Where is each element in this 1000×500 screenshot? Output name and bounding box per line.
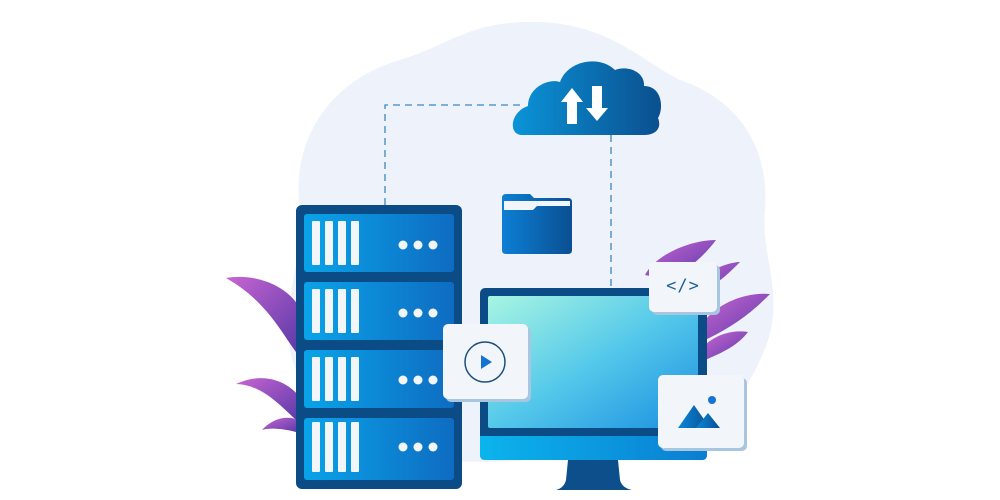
upload-download-arrows-icon bbox=[561, 86, 608, 124]
monitor-stand bbox=[556, 460, 632, 490]
server-unit-4 bbox=[304, 418, 454, 480]
server-rack bbox=[296, 205, 462, 489]
server-unit-1 bbox=[304, 214, 454, 272]
image-icon bbox=[678, 396, 720, 428]
leaves-left bbox=[226, 276, 298, 432]
code-card bbox=[649, 262, 720, 315]
play-icon bbox=[464, 341, 506, 383]
server-unit-2 bbox=[304, 282, 454, 340]
desktop-monitor-icon bbox=[480, 288, 707, 490]
cloud-icon bbox=[512, 61, 662, 136]
image-card bbox=[658, 375, 747, 451]
server-unit-3 bbox=[304, 350, 454, 408]
code-icon: </> bbox=[666, 276, 700, 296]
video-card bbox=[443, 324, 531, 402]
dashed-connector-lines bbox=[384, 104, 612, 290]
folder-icon bbox=[502, 194, 572, 254]
